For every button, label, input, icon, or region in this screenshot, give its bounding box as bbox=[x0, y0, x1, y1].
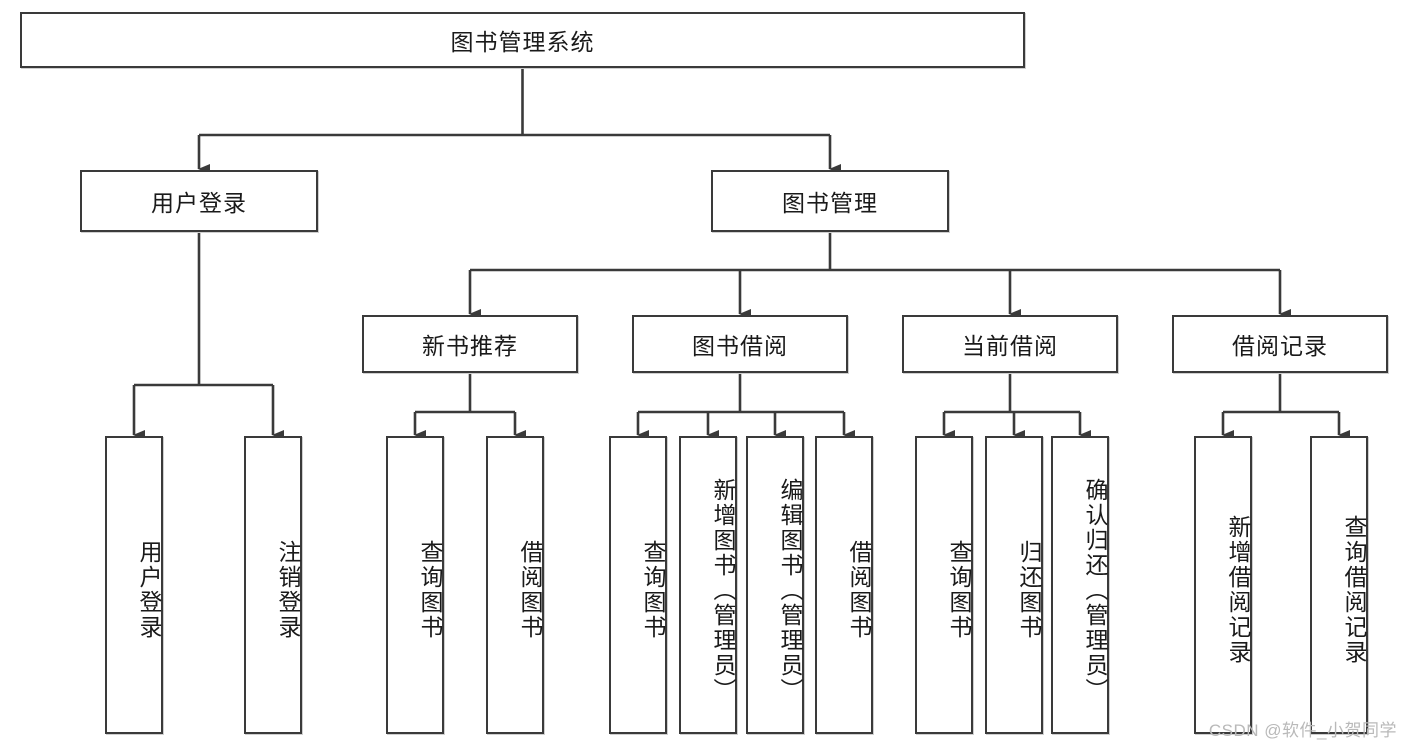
node-root[interactable]: 图书管理系统 bbox=[20, 12, 1025, 68]
node-leaf-confirm-return[interactable]: 确认归还（管理员） bbox=[1051, 436, 1109, 734]
node-label: 归还图书 bbox=[1016, 540, 1042, 640]
node-leaf-user-login[interactable]: 用户登录 bbox=[105, 436, 163, 734]
node-label: 当前借阅 bbox=[962, 333, 1058, 359]
node-label: 借阅图书 bbox=[517, 540, 543, 640]
node-label: 新书推荐 bbox=[422, 333, 518, 359]
node-label: 查询借阅记录 bbox=[1341, 515, 1367, 665]
node-leaf-query-record[interactable]: 查询借阅记录 bbox=[1310, 436, 1368, 734]
node-leaf-user-logout[interactable]: 注销登录 bbox=[244, 436, 302, 734]
node-label: 新增图书（管理员） bbox=[710, 477, 736, 703]
node-leaf-query-book-3[interactable]: 查询图书 bbox=[915, 436, 973, 734]
node-leaf-query-book-2[interactable]: 查询图书 bbox=[609, 436, 667, 734]
node-leaf-borrow-book-1[interactable]: 借阅图书 bbox=[486, 436, 544, 734]
node-records[interactable]: 借阅记录 bbox=[1172, 315, 1388, 373]
node-label: 新增借阅记录 bbox=[1225, 515, 1251, 665]
node-label: 图书管理 bbox=[782, 190, 878, 216]
node-leaf-edit-book[interactable]: 编辑图书（管理员） bbox=[746, 436, 804, 734]
node-label: 图书管理系统 bbox=[450, 29, 595, 55]
node-label: 查询图书 bbox=[946, 540, 972, 640]
node-leaf-borrow-book-2[interactable]: 借阅图书 bbox=[815, 436, 873, 734]
node-current[interactable]: 当前借阅 bbox=[902, 315, 1118, 373]
node-label: 注销登录 bbox=[275, 540, 301, 640]
node-label: 借阅记录 bbox=[1232, 333, 1328, 359]
node-login[interactable]: 用户登录 bbox=[80, 170, 318, 232]
node-bookmgmt[interactable]: 图书管理 bbox=[711, 170, 949, 232]
node-label: 用户登录 bbox=[136, 540, 162, 640]
node-label: 确认归还（管理员） bbox=[1082, 477, 1108, 703]
node-label: 查询图书 bbox=[417, 540, 443, 640]
node-label: 图书借阅 bbox=[692, 333, 788, 359]
node-label: 编辑图书（管理员） bbox=[777, 477, 803, 703]
node-borrow[interactable]: 图书借阅 bbox=[632, 315, 848, 373]
node-newbook[interactable]: 新书推荐 bbox=[362, 315, 578, 373]
node-leaf-add-book[interactable]: 新增图书（管理员） bbox=[679, 436, 737, 734]
node-leaf-return-book[interactable]: 归还图书 bbox=[985, 436, 1043, 734]
node-leaf-query-book-1[interactable]: 查询图书 bbox=[386, 436, 444, 734]
node-label: 用户登录 bbox=[151, 190, 247, 216]
node-leaf-add-record[interactable]: 新增借阅记录 bbox=[1194, 436, 1252, 734]
node-label: 借阅图书 bbox=[846, 540, 872, 640]
node-label: 查询图书 bbox=[640, 540, 666, 640]
